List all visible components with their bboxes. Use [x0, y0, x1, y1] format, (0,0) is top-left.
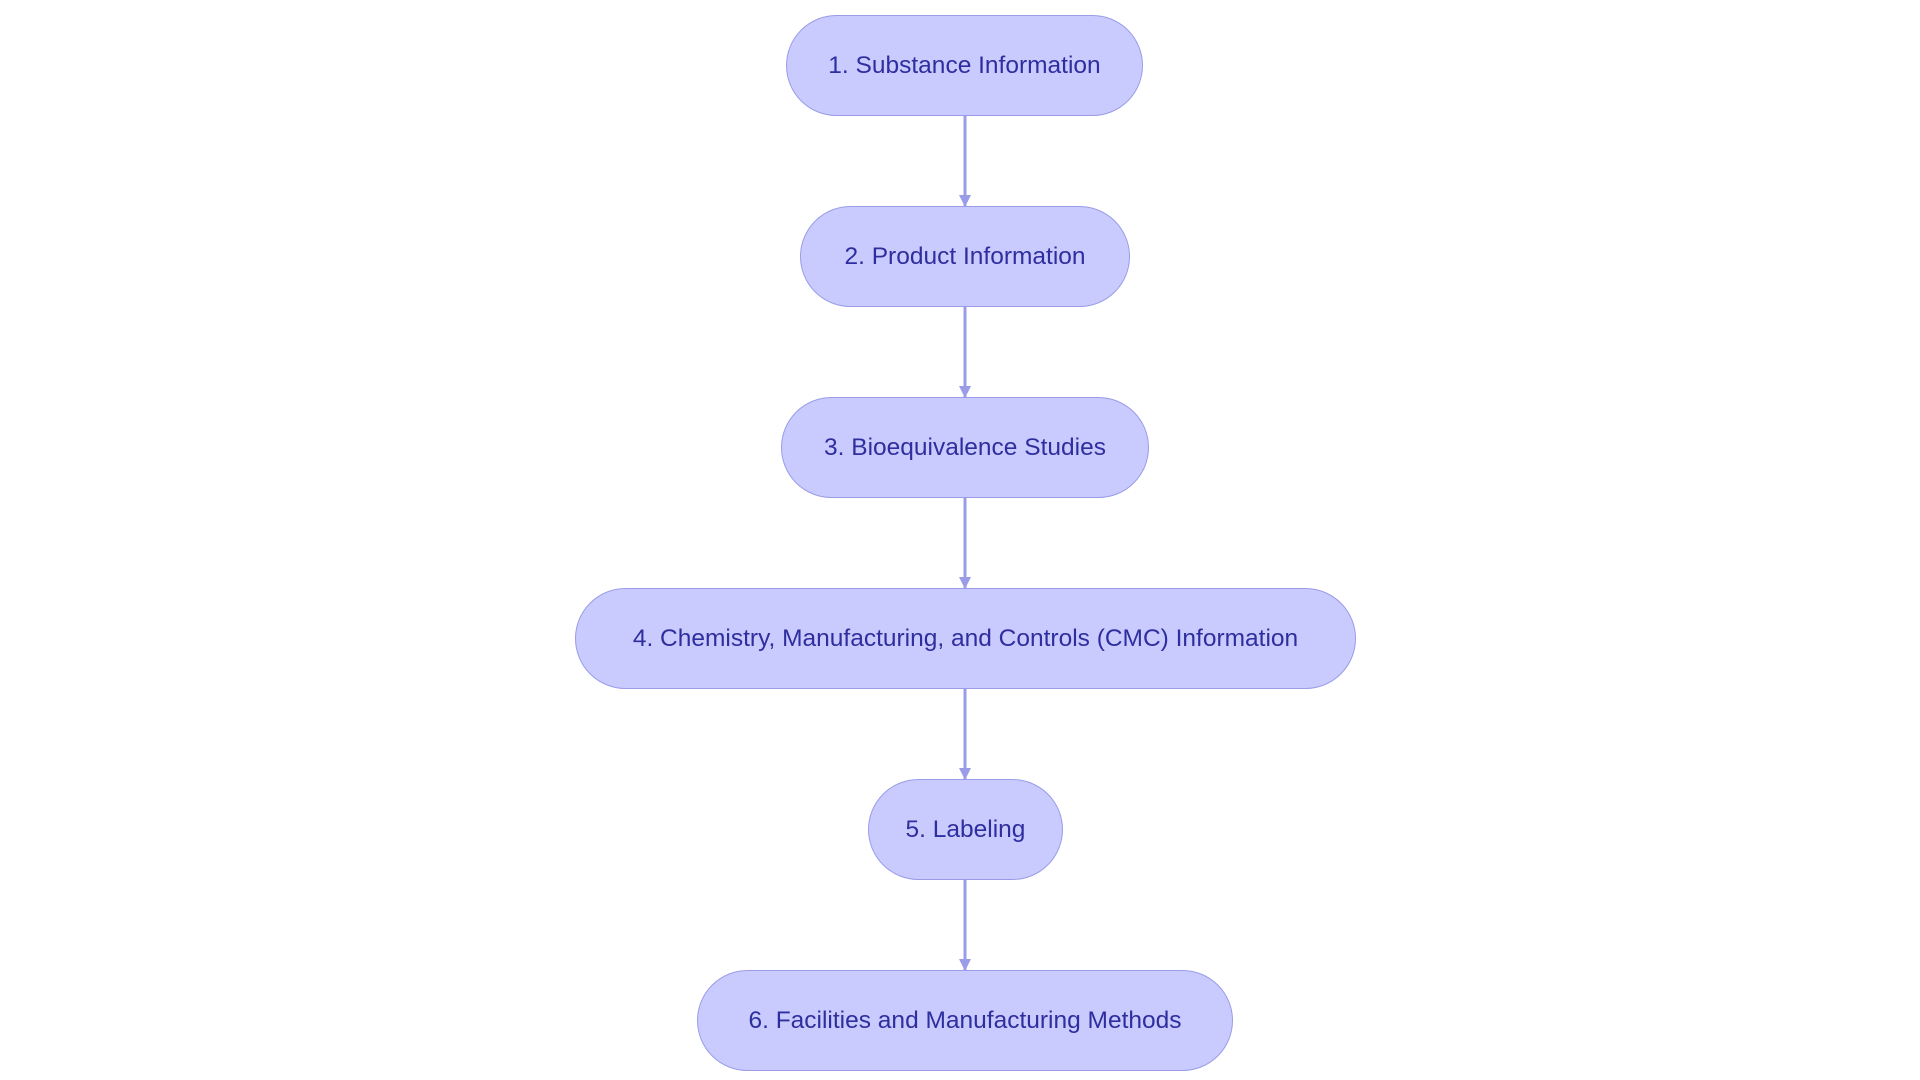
step-3-bioequivalence-studies: 3. Bioequivalence Studies: [781, 397, 1149, 498]
step-4-cmc-information: 4. Chemistry, Manufacturing, and Control…: [575, 588, 1356, 689]
step-1-substance-information: 1. Substance Information: [786, 15, 1143, 116]
step-2-product-information: 2. Product Information: [800, 206, 1130, 307]
step-6-facilities-and-manufacturing-methods: 6. Facilities and Manufacturing Methods: [697, 970, 1233, 1071]
step-5-labeling: 5. Labeling: [868, 779, 1063, 880]
